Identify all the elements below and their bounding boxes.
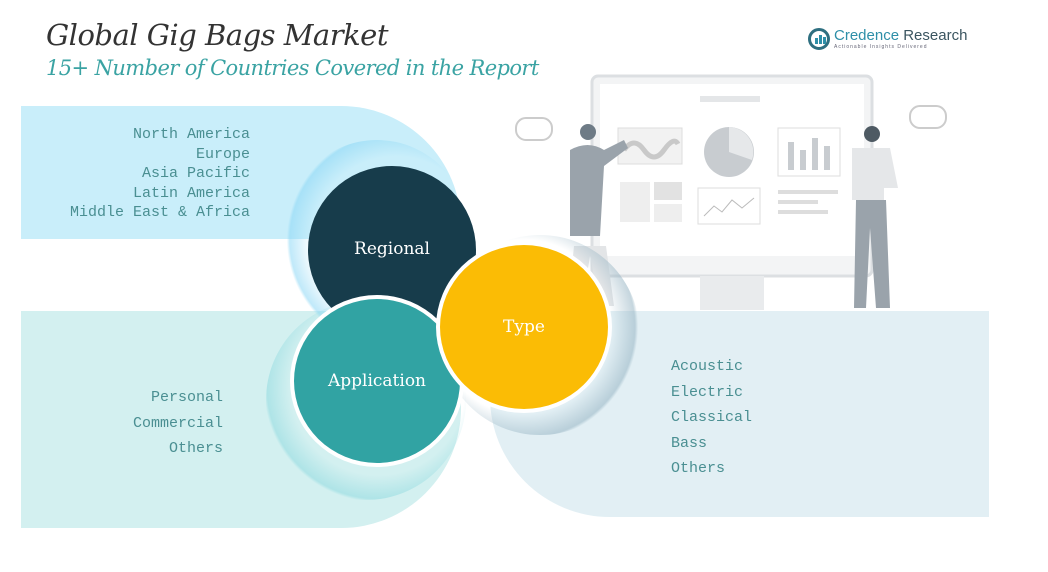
logo-tagline: Actionable Insights Delivered (834, 44, 928, 50)
list-item: Others (168, 440, 223, 457)
list-item: Others (671, 460, 726, 477)
list-item: Bass (671, 434, 708, 452)
list-item: Commercial (132, 414, 223, 432)
list-item: Personal (150, 389, 223, 406)
type-circle: Type (436, 241, 612, 413)
brand-logo: Credence Research Actionable Insights De… (808, 27, 967, 50)
logo-name: Credence (834, 27, 900, 44)
list-item: Asia Pacific (141, 165, 250, 182)
list-item: Middle East & Africa (69, 204, 250, 221)
page-subtitle: 15+ Number of Countries Covered in the R… (46, 56, 539, 80)
list-item: Latin America (132, 184, 250, 202)
application-label: Application (327, 371, 427, 391)
type-list: Acoustic Electric Classical Bass Others (671, 354, 752, 482)
application-list: Personal Commercial Others (133, 385, 223, 462)
list-item: Acoustic (671, 358, 744, 375)
logo-name-2: Research (899, 27, 968, 44)
list-item: Electric (671, 383, 744, 401)
list-item: Europe (195, 145, 250, 163)
list-item: Classical (671, 409, 753, 426)
type-label: Type (503, 317, 545, 337)
logo-icon (808, 27, 830, 50)
list-item: North America (132, 126, 250, 143)
regional-list: North America Europe Asia Pacific Latin … (70, 125, 250, 223)
regional-label: Regional (354, 239, 430, 259)
page-title: Global Gig Bags Market (46, 18, 388, 52)
